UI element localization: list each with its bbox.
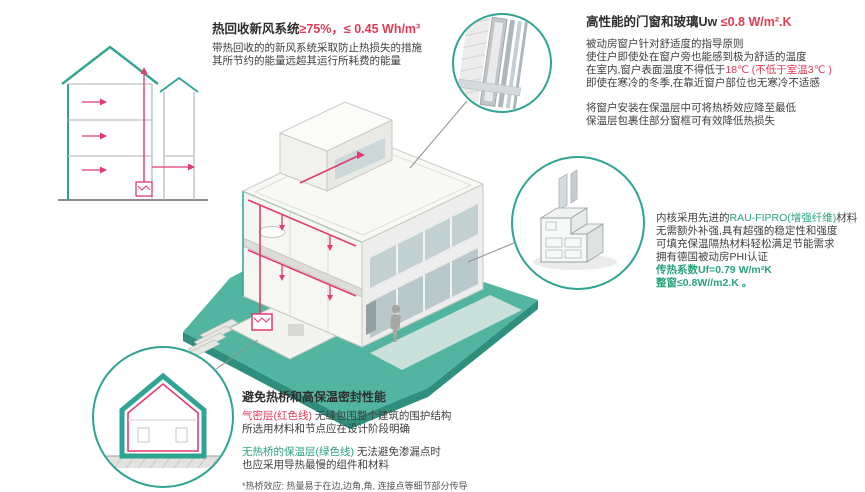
- windows-title-value: ≤0.8 W/m².K: [720, 15, 792, 29]
- passive-house-3d-cutaway: [181, 101, 538, 429]
- window-profile-circle: [511, 156, 645, 290]
- thermal-callout-title: 避免热桥和高保温密封性能: [242, 390, 387, 404]
- front-door: [366, 300, 376, 335]
- windows-line1: 被动房窗户针对舒适度的指导原则: [586, 38, 744, 50]
- thermal-line1-text: 无缝包围整个建筑的围护结构: [312, 410, 452, 422]
- terrace-walkway: [370, 295, 522, 370]
- thermal-line3-text: 无法避免渗漏点时: [354, 446, 441, 458]
- heat-recovery-unit: [251, 313, 273, 331]
- person-figure: [390, 304, 401, 342]
- glass-pane: [558, 173, 568, 211]
- windows-line6: 保温层包裹住部分窗框可有效降低热损失: [586, 115, 775, 127]
- window-corner-detail-circle: [452, 13, 552, 113]
- profile-line1-post: 材料: [836, 212, 858, 224]
- profile-uf-value: 传热系数Uf=0.79 W/m²K: [656, 264, 772, 276]
- profile-line1-pre: 内核采用先进的: [656, 212, 730, 224]
- windows-line5: 将窗户安装在保温层中可将热桥效应降至最低: [586, 102, 796, 114]
- building-section: [58, 45, 208, 201]
- windows-line3-value: 18℃ (不低于室温3℃ ): [725, 64, 832, 76]
- insulation-layer-green-line: [119, 372, 207, 459]
- thermal-callout: 避免热桥和高保温密封性能 气密层(红色线) 无缝包围整个建筑的围护结构 所选用材…: [242, 390, 496, 492]
- ventilation-line2: 其所节约的能量远超其运行所耗费的能量: [212, 55, 401, 67]
- pvc-profile-section: [540, 217, 588, 263]
- window-frame-profile-render: [533, 169, 617, 270]
- windows-callout: 高性能的门窗和玻璃Uw ≤0.8 W/m².K 被动房窗户针对舒适度的指导原则 …: [586, 15, 860, 128]
- windows-line3-text: 在室内,窗户表面温度不得低于: [586, 64, 726, 76]
- windows-line3: 在室内,窗户表面温度不得低于18℃ (不低于室温3℃ ): [586, 64, 860, 77]
- thermal-line2: 所选用材料和节点应在设计阶段明确: [242, 423, 410, 435]
- ventilation-line1: 带热回收的的新风系统采取防止热损失的措施: [212, 42, 422, 54]
- profile-line1-material: RAU-FIPRO(增强纤维): [729, 212, 837, 224]
- thermal-footnote: *热桥效应: 热量易于在边,边角,角, 连接点等细节部分传导: [242, 481, 468, 491]
- heat-recovery-system: [82, 67, 195, 197]
- thermal-line1: 气密层(红色线) 无缝包围整个建筑的围护结构: [242, 410, 496, 423]
- airtight-layer-red-line: [127, 382, 199, 452]
- windows-callout-title: 高性能的门窗和玻璃Uw ≤0.8 W/m².K: [586, 15, 860, 30]
- ventilation-callout-title: 热回收新风系统≥75%，≤ 0.45 Wh/m³: [212, 22, 450, 37]
- profile-uw-value: 整窗≤0.8W//m2.K 。: [656, 277, 753, 289]
- ventilation-title-value: ≥75%，≤ 0.45 Wh/m³: [299, 22, 421, 36]
- ventilation-callout: 热回收新风系统≥75%，≤ 0.45 Wh/m³ 带热回收的的新风系统采取防止热…: [212, 22, 450, 68]
- bathtub: [258, 226, 286, 238]
- insulation-layer-label: 无热桥的保温层(绿色线): [242, 446, 354, 458]
- thermal-envelope-section: [98, 372, 228, 469]
- profile-callout: 内核采用先进的RAU-FIPRO(增强纤维)材料 无需额外补强,具有超强的稳定性…: [656, 212, 864, 290]
- profile-line2: 无需额外补强,具有超强的稳定性和强度: [656, 225, 838, 237]
- thermal-line3: 无热桥的保温层(绿色线) 无法避免渗漏点时: [242, 446, 496, 459]
- ventilation-title-text: 热回收新风系统: [212, 22, 300, 36]
- windows-title-text: 高性能的门窗和玻璃Uw: [586, 15, 721, 29]
- profile-line1: 内核采用先进的RAU-FIPRO(增强纤维)材料: [656, 212, 864, 225]
- ventilation-ducts: [247, 151, 365, 314]
- thermal-envelope-circle: [92, 346, 234, 488]
- airtight-layer-label: 气密层(红色线): [242, 410, 312, 422]
- profile-line3: 可填充保温隔热材料轻松满足节能需求: [656, 238, 835, 250]
- window-corner-detail-photo: [456, 15, 528, 110]
- ventilation-section-illustration: [58, 45, 208, 201]
- windows-line4: 即使在寒冷的冬季,在靠近窗户部位也无寒冷不适感: [586, 77, 820, 89]
- thermal-line4: 也应采用导热最慢的组件和材料: [242, 459, 389, 471]
- profile-line4: 拥有德国被动房PHI认证: [656, 251, 769, 263]
- windows-line2: 使住户即使处在窗户旁也能感到极为舒适的温度: [586, 51, 807, 63]
